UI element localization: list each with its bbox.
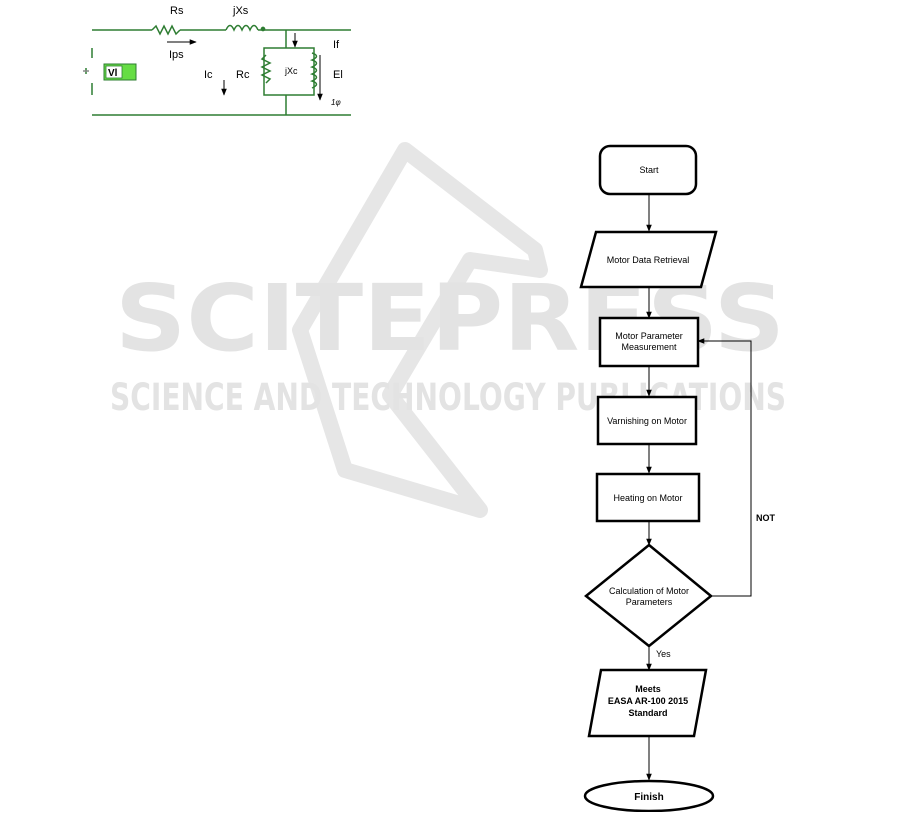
resistor-rc [262, 55, 270, 83]
label-if: If [333, 39, 340, 51]
start-label: Start [639, 165, 659, 175]
label-jxs: jXs [232, 5, 249, 17]
meets-label-line2: EASA AR-100 2015 [608, 696, 688, 706]
label-phase: 1φ [331, 98, 341, 107]
source-vl-label: Vl [108, 68, 118, 79]
label-ips: Ips [169, 49, 184, 61]
label-rs: Rs [170, 5, 184, 17]
varnishing-label: Varnishing on Motor [607, 416, 687, 426]
finish-label: Finish [634, 792, 663, 803]
measurement-label-line1: Motor Parameter [615, 331, 683, 341]
label-jxc: jXc [284, 66, 298, 76]
meets-label-line1: Meets [635, 684, 661, 694]
inductor-jxs [226, 26, 258, 31]
yes-branch-label: Yes [656, 649, 671, 659]
calculation-label-line1: Calculation of Motor [609, 586, 689, 596]
label-ic: Ic [204, 69, 213, 81]
meets-label-line3: Standard [628, 708, 667, 718]
calculation-label-line2: Parameters [626, 597, 673, 607]
heating-label: Heating on Motor [613, 493, 682, 503]
resistor-rs [152, 26, 180, 34]
not-branch-label: NOT [756, 513, 776, 523]
label-el: El [333, 69, 343, 81]
retrieval-label: Motor Data Retrieval [607, 255, 690, 265]
measurement-label-line2: Measurement [621, 342, 677, 352]
label-rc: Rc [236, 69, 250, 81]
